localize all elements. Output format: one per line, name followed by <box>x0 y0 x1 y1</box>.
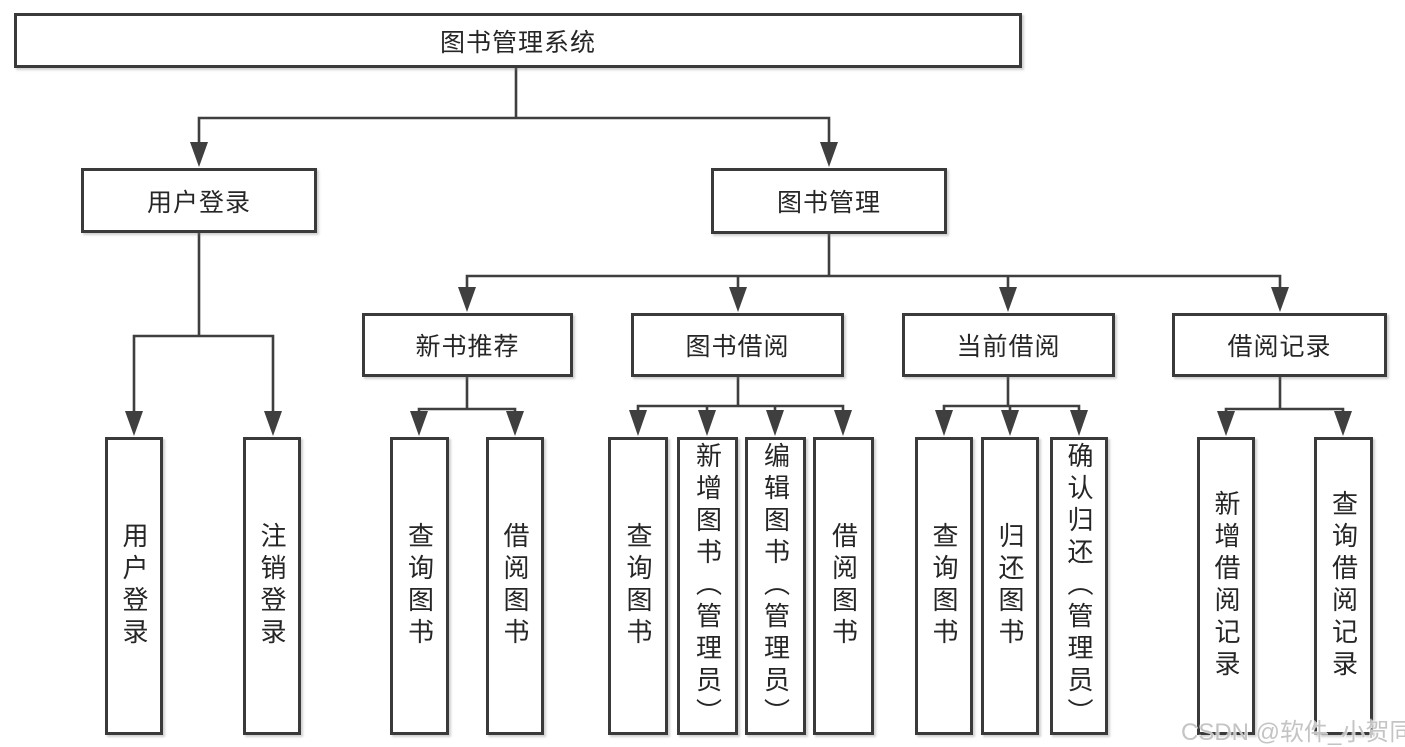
leaf-bb-add-book-admin: 新增图书（管理员） <box>677 437 738 735</box>
connector-new-book-split <box>410 375 524 436</box>
node-book-borrowing: 图书借阅 <box>631 313 844 377</box>
leaf-bb-edit-book-admin: 编辑图书（管理员） <box>745 437 806 735</box>
leaf-cb-confirm-return-admin: 确认归还（管理员） <box>1050 437 1108 735</box>
leaf-bb-borrow-books: 借阅图书 <box>813 437 874 735</box>
connector-user-login-split <box>125 232 282 436</box>
leaf-cb-return-books: 归还图书 <box>981 437 1039 735</box>
node-borrowing-records: 借阅记录 <box>1172 313 1387 377</box>
node-user-login: 用户登录 <box>81 168 317 233</box>
csdn-watermark: CSDN @软件_小贺同学 <box>1181 719 1405 746</box>
connector-book-management-split <box>458 232 1289 312</box>
connector-current-borrow-split <box>935 375 1088 436</box>
leaf-cb-query-books: 查询图书 <box>915 437 973 735</box>
node-current-borrowing: 当前借阅 <box>902 313 1115 377</box>
leaf-user-login: 用户登录 <box>105 437 163 735</box>
connector-book-borrow-split <box>629 375 852 436</box>
leaf-br-add-record: 新增借阅记录 <box>1197 437 1255 735</box>
leaf-br-query-record: 查询借阅记录 <box>1314 437 1373 735</box>
node-new-book-recommend: 新书推荐 <box>362 313 573 377</box>
connector-records-split <box>1217 375 1352 436</box>
leaf-bb-query-books: 查询图书 <box>608 437 668 735</box>
connector-root-split <box>190 66 838 167</box>
node-root: 图书管理系统 <box>14 13 1022 68</box>
leaf-nbr-borrow-books: 借阅图书 <box>486 437 544 735</box>
node-book-management: 图书管理 <box>711 168 947 234</box>
leaf-logout-login: 注销登录 <box>243 437 301 735</box>
leaf-nbr-query-books: 查询图书 <box>390 437 449 735</box>
